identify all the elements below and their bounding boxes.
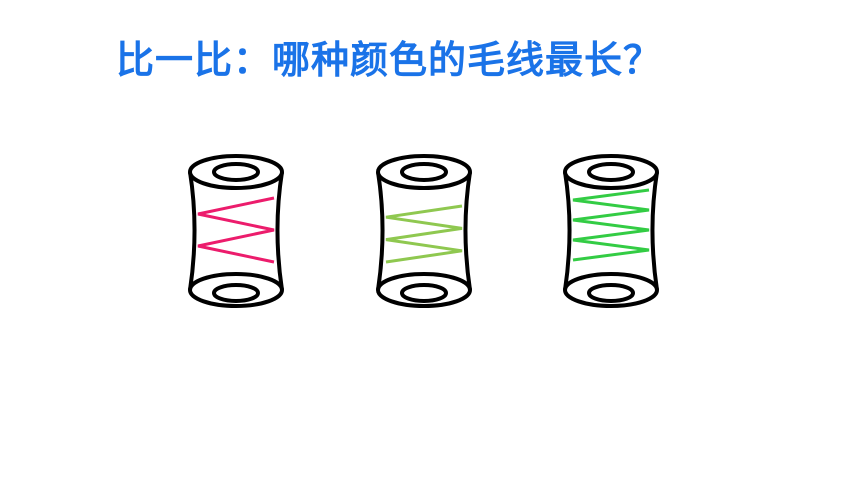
spool-green-yarn xyxy=(572,188,650,262)
spool-green xyxy=(551,150,671,320)
spool-pink-top-hole xyxy=(212,162,260,182)
spool-green-bottom-hole xyxy=(587,283,635,303)
spool-light-green-bottom-back xyxy=(376,272,472,291)
yarn-zigzag xyxy=(385,204,463,264)
spool-green-top-hole xyxy=(587,162,635,182)
yarn-zigzag xyxy=(197,196,275,264)
page-title: 比一比：哪种颜色的毛线最长？ xyxy=(116,38,663,82)
spool-pink-yarn xyxy=(197,196,275,264)
spool-light-green xyxy=(364,150,484,320)
spool-green-bottom-back xyxy=(563,272,659,291)
spool-pink-bottom-front xyxy=(188,289,284,308)
spool-green-drawing xyxy=(563,154,659,308)
spool-green-bottom-front xyxy=(563,289,659,308)
spool-pink-bottom-hole xyxy=(212,283,260,303)
spool-green-body xyxy=(563,171,659,291)
yarn-zigzag xyxy=(572,188,650,262)
spool-pink xyxy=(176,150,296,320)
spool-light-green-body xyxy=(376,171,472,291)
spool-light-green-top-hole xyxy=(400,162,448,182)
spool-light-green-drawing xyxy=(376,154,472,308)
spool-light-green-bottom-front xyxy=(376,289,472,308)
spool-light-green-bottom-hole xyxy=(400,283,448,303)
spool-pink-drawing xyxy=(188,154,284,308)
spool-pink-body xyxy=(188,171,284,291)
spool-pink-bottom-back xyxy=(188,272,284,291)
spool-light-green-yarn xyxy=(385,204,463,264)
